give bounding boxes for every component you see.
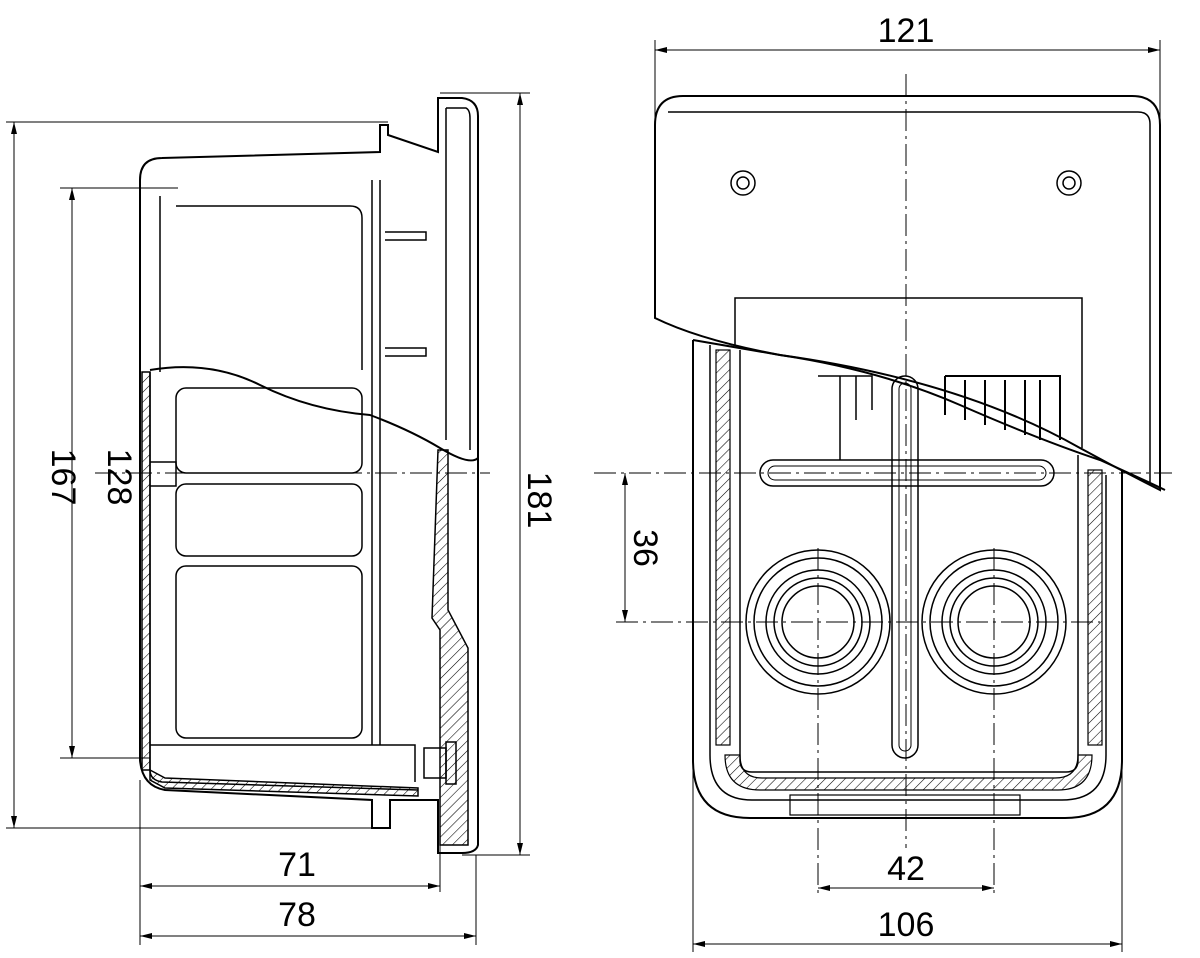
tab-upper bbox=[385, 231, 427, 241]
front-view bbox=[594, 74, 1172, 896]
wall-hatch-right bbox=[1087, 469, 1103, 746]
mount-screw-right-icon bbox=[1056, 170, 1082, 196]
back-plate bbox=[150, 180, 416, 782]
cavity-outline bbox=[739, 350, 1079, 773]
side-dimensions bbox=[6, 92, 530, 945]
side-dimension-labels: 167 128 181 71 78 bbox=[44, 449, 558, 934]
break-line bbox=[149, 366, 479, 462]
dim-167-label: 167 bbox=[44, 449, 82, 506]
flange-inner bbox=[445, 107, 471, 450]
dim-36-label: 36 bbox=[626, 529, 664, 567]
terminal-fins-right bbox=[944, 375, 1061, 440]
vertical-rib bbox=[891, 375, 919, 759]
section-hatch-wall bbox=[141, 371, 151, 771]
dim-121-label: 121 bbox=[878, 12, 935, 50]
front-break-line bbox=[692, 339, 1166, 491]
compartment-1 bbox=[176, 205, 363, 370]
screw-head bbox=[445, 741, 457, 785]
front-dimensions bbox=[622, 40, 1161, 952]
side-view bbox=[95, 97, 490, 854]
mount-screw-left-icon bbox=[730, 170, 756, 196]
dim-78-label: 78 bbox=[278, 896, 316, 934]
dim-42-label: 42 bbox=[887, 850, 925, 888]
dim-106-label: 106 bbox=[878, 906, 935, 944]
tab-lower bbox=[385, 347, 427, 357]
inner-wall bbox=[149, 196, 419, 791]
box-body-inner bbox=[709, 345, 1107, 801]
dim-71-label: 71 bbox=[278, 846, 316, 884]
front-dimension-labels: 121 36 42 106 bbox=[626, 12, 934, 944]
dim-128-label: 128 bbox=[100, 449, 138, 506]
side-center-mark bbox=[150, 461, 177, 487]
compartment-3 bbox=[175, 483, 363, 557]
section-hatch-bottom bbox=[149, 768, 419, 797]
box-outline bbox=[139, 97, 479, 854]
box-body-outline bbox=[692, 340, 1123, 819]
wall-hatch-left bbox=[715, 349, 731, 746]
compartment-4 bbox=[175, 565, 363, 739]
terminal-fins-left bbox=[818, 375, 873, 460]
compartment-2 bbox=[175, 387, 363, 474]
flange-lower bbox=[431, 449, 469, 846]
dim-181-label: 181 bbox=[520, 472, 558, 529]
bottom-groove bbox=[789, 794, 1021, 816]
front-flange-outline bbox=[654, 95, 1161, 492]
front-flange-inner bbox=[668, 111, 1151, 482]
cover-plate bbox=[734, 297, 1083, 448]
